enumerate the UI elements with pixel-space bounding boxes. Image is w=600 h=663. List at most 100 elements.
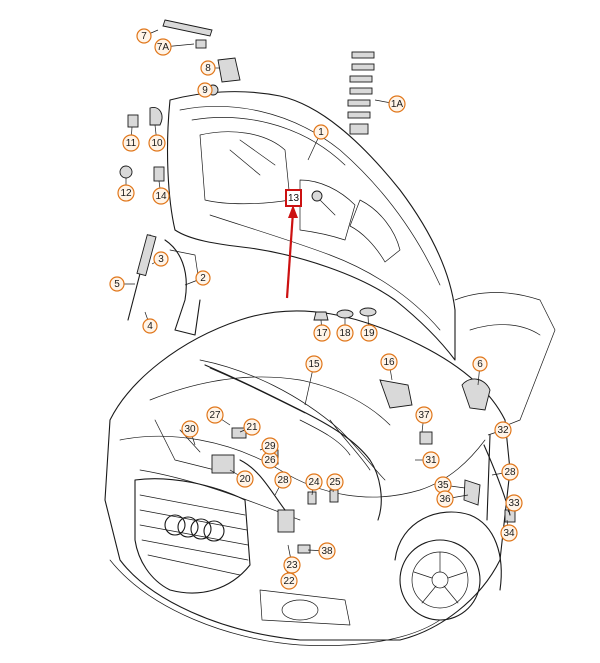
callout-11: 11 (122, 126, 140, 152)
callout-31: 31 (415, 451, 440, 469)
callout-label: 6 (477, 359, 483, 370)
callout-30: 30 (181, 420, 199, 446)
callout-label: 3 (158, 254, 164, 265)
callout-badge (388, 95, 406, 113)
callout-18: 18 (336, 318, 354, 342)
callout-badge (494, 421, 512, 439)
callout-badge (313, 124, 329, 140)
callout-25: 25 (326, 473, 344, 493)
callout-label: 26 (264, 455, 276, 466)
callout-badge (274, 471, 292, 489)
callout-label: 28 (277, 475, 289, 486)
callout-label: 11 (126, 138, 137, 149)
callout-35: 35 (434, 476, 466, 494)
callout-label: 5 (114, 279, 120, 290)
callout-badge (283, 556, 301, 574)
callout-37: 37 (415, 406, 433, 433)
callout-7: 7 (136, 28, 159, 44)
callout-28: 28 (274, 471, 292, 496)
callout-label: 37 (418, 410, 430, 421)
callout-label: 29 (264, 441, 276, 452)
callout-label: 8 (205, 63, 211, 74)
callout-33: 33 (505, 494, 523, 513)
callout-label: 4 (147, 321, 153, 332)
callout-badge (181, 420, 199, 438)
callout-badge (500, 524, 518, 542)
callout-label: 35 (437, 480, 449, 491)
callout-19: 19 (360, 315, 378, 342)
callout-badge (109, 276, 125, 292)
callout-badge (153, 251, 169, 267)
callout-badge (501, 463, 519, 481)
line-art (104, 19, 556, 646)
callout-badge (305, 355, 323, 373)
callout-label: 38 (321, 546, 333, 557)
callout-24: 24 (305, 473, 323, 496)
callout-badge (236, 470, 254, 488)
callout-badge (360, 324, 378, 342)
callout-28: 28 (491, 463, 519, 481)
callout-15: 15 (304, 355, 323, 406)
callout-1a: 1A (374, 95, 406, 113)
callout-label: 23 (286, 560, 298, 571)
callout-label: 20 (239, 474, 251, 485)
callout-badge (326, 473, 344, 491)
callout-27: 27 (206, 406, 231, 426)
callout-label: 25 (329, 477, 341, 488)
callout-badge (243, 418, 261, 436)
callout-badge (261, 437, 279, 455)
callout-label: 31 (425, 455, 437, 466)
callout-badge (117, 184, 135, 202)
callout-label: 36 (439, 494, 451, 505)
callout-badge (195, 270, 211, 286)
callout-badge (505, 494, 523, 512)
callout-badge (305, 473, 323, 491)
callout-label: 9 (202, 85, 208, 96)
bolts-group (347, 51, 375, 135)
callout-badge (154, 38, 172, 56)
callout-label: 14 (155, 191, 167, 202)
callout-21: 21 (239, 418, 261, 436)
callout-7a: 7A (154, 38, 195, 56)
highlight-13: 13 (285, 189, 302, 299)
callout-badge (313, 324, 331, 342)
callout-badge (472, 356, 488, 372)
callout-9: 9 (197, 82, 213, 98)
callout-20: 20 (229, 469, 254, 488)
callout-badge (380, 353, 398, 371)
callout-label: 12 (120, 188, 132, 199)
callout-4: 4 (142, 311, 158, 334)
callout-label: 27 (209, 410, 221, 421)
callout-8: 8 (200, 60, 220, 76)
callout-6: 6 (472, 356, 488, 386)
callout-label: 16 (383, 357, 395, 368)
highlighted-part-label: 13 (288, 193, 300, 204)
grille (134, 478, 251, 594)
callout-23: 23 (283, 544, 301, 574)
callout-label: 28 (504, 467, 516, 478)
callout-2: 2 (184, 270, 211, 286)
callout-3: 3 (151, 251, 169, 267)
callout-badge (206, 406, 224, 424)
callout-badge (152, 187, 170, 205)
callout-label: 34 (503, 528, 515, 539)
callout-36: 36 (436, 490, 469, 508)
callout-38: 38 (307, 542, 336, 560)
callout-badge (436, 490, 454, 508)
callout-1: 1 (307, 124, 329, 161)
callout-label: 1 (318, 127, 324, 138)
callout-label: 10 (151, 138, 163, 149)
callout-label: 15 (308, 359, 320, 370)
callout-label: 18 (339, 328, 351, 339)
callout-32: 32 (487, 421, 512, 439)
hood-outline (166, 91, 456, 361)
callout-badge (415, 406, 433, 424)
callout-badge (148, 134, 166, 152)
callout-label: 32 (497, 425, 509, 436)
callout-label: 19 (363, 328, 375, 339)
callout-label: 17 (316, 328, 328, 339)
callout-label: 33 (508, 498, 520, 509)
callout-label: 21 (246, 422, 258, 433)
callout-label: 22 (283, 576, 295, 587)
